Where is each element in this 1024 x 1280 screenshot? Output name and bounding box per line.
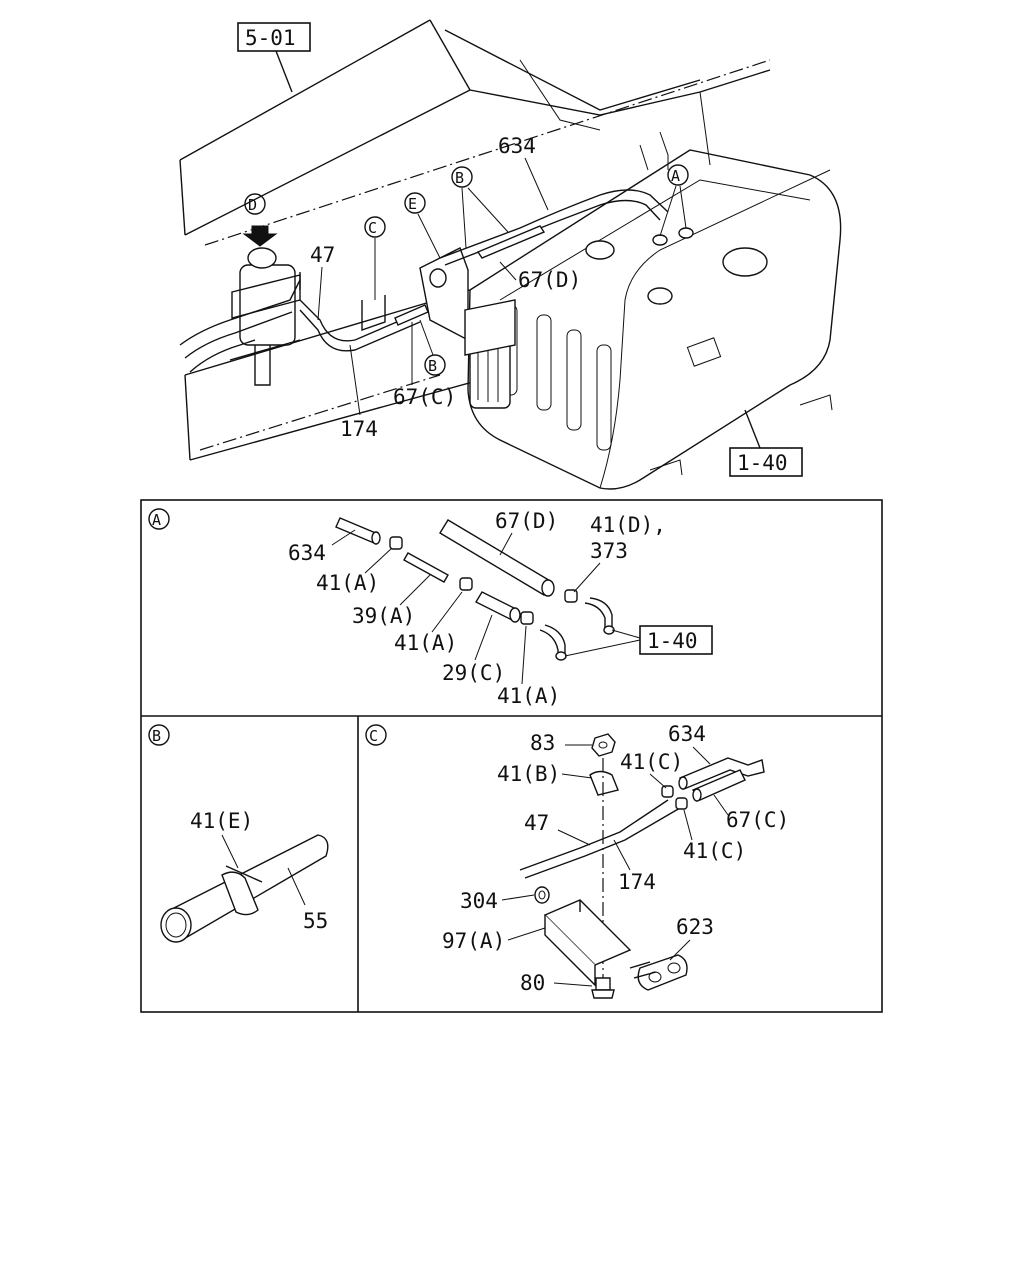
tank-rib (536, 314, 552, 411)
label-47: 47 (310, 243, 335, 267)
label-97a: 97(A) (442, 929, 505, 953)
clip-41a (520, 611, 534, 625)
label-41a: 41(A) (316, 571, 379, 595)
callout-letter: A (671, 167, 680, 185)
label-304: 304 (460, 889, 498, 913)
ref-box-1-40: 1-40 (729, 409, 803, 477)
label-83: 83 (530, 731, 555, 755)
callout-letter: B (428, 357, 437, 375)
hose-634 (335, 517, 381, 545)
clamp-41e (221, 865, 263, 916)
fuel-filter (419, 247, 516, 409)
view-d-arrow (242, 225, 278, 247)
label-623: 623 (676, 915, 714, 939)
label-67c: 67(C) (726, 808, 789, 832)
panel-c-letter: C (369, 727, 378, 745)
fuel-lines (299, 189, 694, 352)
tank-cap (722, 247, 768, 277)
detail-panel-a: A (148, 508, 713, 708)
label-39a: 39(A) (352, 604, 415, 628)
clip-41a (459, 577, 473, 591)
clip-41d (564, 589, 578, 603)
pipe-47 (519, 799, 669, 871)
label-41a: 41(A) (497, 684, 560, 708)
panel-a-letter: A (152, 511, 161, 529)
label-634: 634 (498, 134, 536, 158)
nut-83 (591, 733, 616, 757)
clip-41c (661, 785, 674, 798)
ref-label-1-40: 1-40 (737, 451, 788, 475)
callout-b-bottom: B (419, 319, 446, 376)
callout-c: C (364, 216, 386, 300)
label-634: 634 (288, 541, 326, 565)
label-55: 55 (303, 909, 328, 933)
bolt-80 (591, 977, 615, 999)
clip-41a (389, 536, 403, 550)
hose-634 (678, 757, 765, 790)
label-41d: 41(D), (590, 513, 666, 537)
label-41c: 41(C) (620, 750, 683, 774)
label-41e: 41(E) (190, 809, 253, 833)
callout-letter: E (408, 195, 417, 213)
upper-frame-rail (179, 19, 771, 246)
clamp-bracket-c (361, 295, 386, 331)
clip-41c (675, 797, 688, 810)
clamp-41b (589, 770, 619, 796)
ref-label-1-40: 1-40 (647, 629, 698, 653)
callout-e: E (404, 192, 441, 259)
callout-b-top: B (451, 166, 509, 249)
label-67d: 67(D) (518, 268, 581, 292)
label-67c: 67(C) (393, 385, 456, 409)
label-373: 373 (590, 539, 628, 563)
tank-rib (566, 329, 582, 431)
callout-letter: D (248, 196, 257, 214)
label-47: 47 (524, 811, 549, 835)
label-41a: 41(A) (394, 631, 457, 655)
detail-panels-frame (140, 499, 883, 1013)
clamp-623 (629, 954, 688, 991)
callout-d: D (244, 193, 266, 215)
callout-a: A (659, 164, 689, 237)
fuel-tank (467, 149, 842, 490)
ref-label-5-01: 5-01 (245, 26, 296, 50)
tank-plug (585, 240, 615, 260)
detail-panel-c: C (365, 722, 789, 999)
ref-box-5-01: 5-01 (237, 22, 311, 93)
pipe-174 (524, 807, 681, 879)
tank-label-plate (686, 337, 722, 367)
label-174: 174 (618, 870, 656, 894)
label-634: 634 (668, 722, 706, 746)
label-41b: 41(B) (497, 762, 560, 786)
label-29c: 29(C) (442, 661, 505, 685)
water-separator (179, 247, 301, 386)
callout-letter: B (455, 169, 464, 187)
tank-pipe-stub (539, 624, 567, 661)
pipe-39a (403, 552, 449, 583)
label-41c: 41(C) (683, 839, 746, 863)
label-67d: 67(D) (495, 509, 558, 533)
tank-plug (647, 287, 673, 305)
detail-panel-b: B 41(E) 55 (148, 724, 329, 943)
tank-pipe-stub (584, 597, 615, 635)
bracket-97a (543, 899, 632, 987)
hose-67c (691, 769, 746, 802)
washer-304 (534, 886, 550, 904)
label-80: 80 (520, 971, 545, 995)
panel-b-letter: B (152, 727, 161, 745)
label-174: 174 (340, 417, 378, 441)
hose-29c (475, 591, 521, 623)
main-assembly-view: 5-01 1-40 A B C D E (179, 19, 842, 490)
callout-letter: C (368, 219, 377, 237)
hose-67d (439, 519, 555, 597)
tank-rib (596, 344, 612, 451)
